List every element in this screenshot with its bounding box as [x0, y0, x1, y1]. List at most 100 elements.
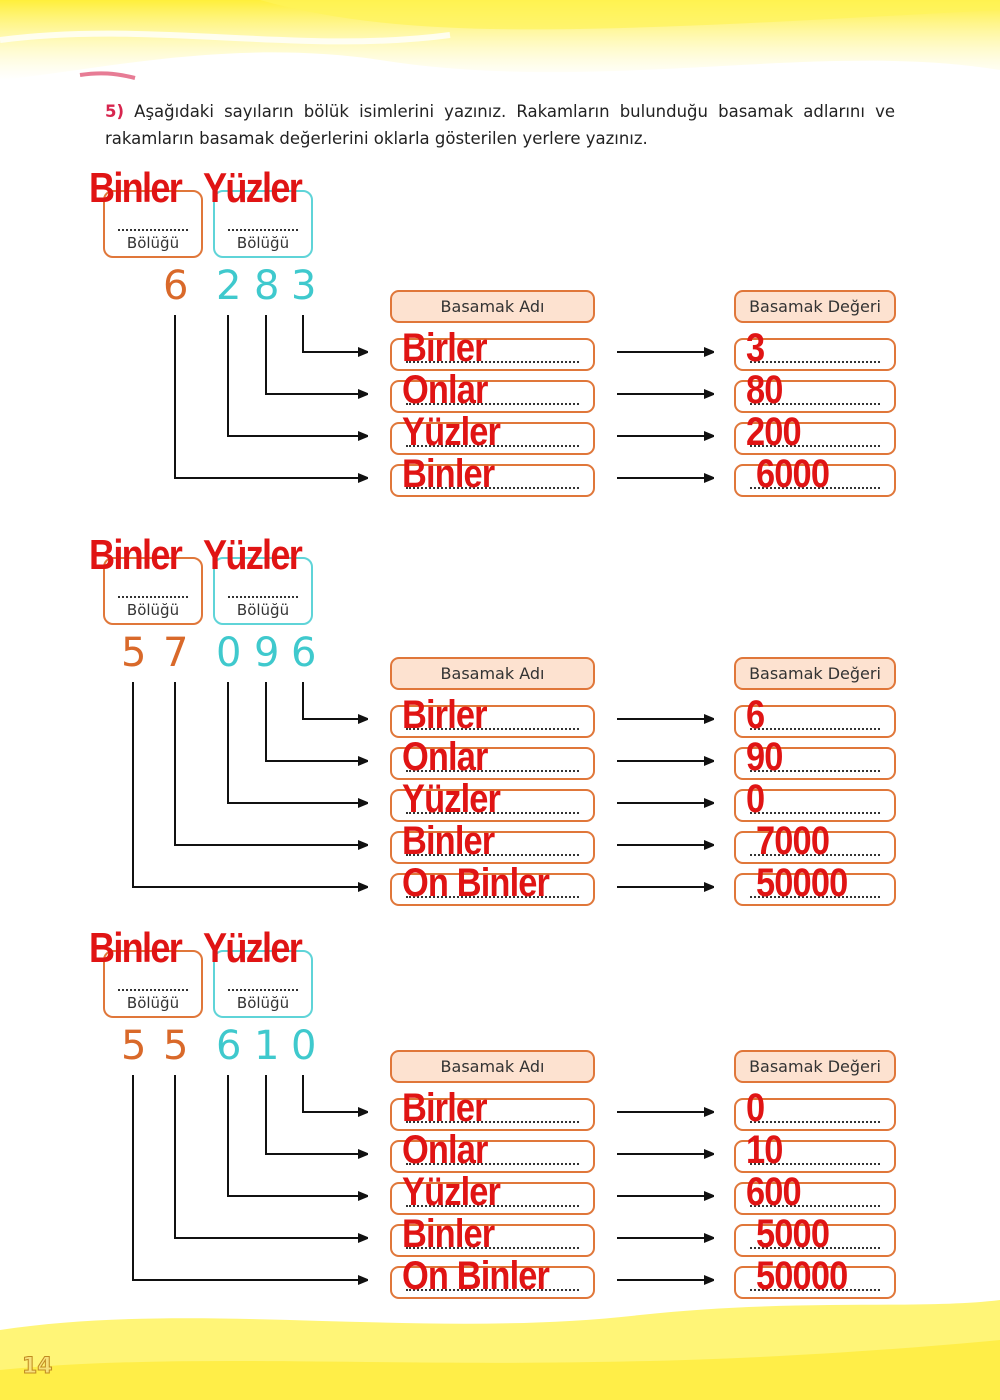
place-value-box[interactable]	[734, 747, 896, 780]
group-caption: Bölüğü	[126, 234, 180, 252]
thousands-group-answer: Binler	[89, 164, 183, 211]
hundreds-group-box: Bölüğü	[213, 557, 313, 625]
place-name-box[interactable]	[390, 422, 595, 455]
place-value-answer: 10	[746, 1128, 783, 1172]
place-value-box[interactable]	[734, 338, 896, 371]
place-value-box[interactable]	[734, 1224, 896, 1257]
answer-line	[406, 361, 579, 363]
place-name-box[interactable]	[390, 1224, 595, 1257]
place-name-box[interactable]	[390, 705, 595, 738]
digit-to-place-arrow	[132, 682, 367, 887]
hundreds-group-answer: Yüzler	[203, 531, 303, 578]
answer-line	[750, 854, 880, 856]
instruction-text: Aşağıdaki sayıların bölük isimlerini yaz…	[105, 102, 896, 148]
place-value-header: Basamak Değeri	[734, 1050, 896, 1083]
place-value-box[interactable]	[734, 1140, 896, 1173]
digit-to-place-arrow	[265, 1075, 367, 1154]
instruction: 5) Aşağıdaki sayıların bölük isimlerini …	[105, 98, 895, 152]
group-caption: Bölüğü	[126, 994, 180, 1012]
place-name-answer: Onlar	[402, 735, 488, 779]
place-name-box[interactable]	[390, 1266, 595, 1299]
number-digit: 9	[254, 630, 280, 676]
place-value-header: Basamak Değeri	[734, 290, 896, 323]
digit-to-place-arrow	[302, 682, 367, 719]
number-digit: 6	[291, 630, 317, 676]
place-value-box[interactable]	[734, 873, 896, 906]
place-name-answer: Binler	[402, 819, 495, 863]
answer-line	[118, 989, 188, 991]
place-value-answer: 50000	[756, 861, 848, 905]
number-digit: 0	[291, 1023, 317, 1069]
place-name-answer: Onlar	[402, 1128, 488, 1172]
digit-to-place-arrow	[227, 315, 367, 436]
place-value-answer: 6	[746, 693, 765, 737]
thousands-group-answer: Binler	[89, 531, 183, 578]
digit-to-place-arrow	[174, 315, 367, 478]
place-value-answer: 600	[746, 1170, 802, 1214]
place-value-box[interactable]	[734, 1266, 896, 1299]
place-value-box[interactable]	[734, 831, 896, 864]
place-value-answer: 0	[746, 777, 765, 821]
number-digit: 5	[121, 1023, 147, 1069]
place-name-box[interactable]	[390, 789, 595, 822]
place-name-box[interactable]	[390, 1098, 595, 1131]
answer-line	[228, 596, 298, 598]
number-digit: 8	[254, 263, 280, 309]
place-value-box[interactable]	[734, 422, 896, 455]
place-name-answer: Birler	[402, 326, 488, 370]
number-digit: 5	[121, 630, 147, 676]
thousands-group-box: Bölüğü	[103, 557, 203, 625]
hundreds-group-box: Bölüğü	[213, 950, 313, 1018]
answer-line	[406, 445, 579, 447]
number-digit: 6	[216, 1023, 242, 1069]
place-value-answer: 6000	[756, 452, 830, 496]
hundreds-group-answer: Yüzler	[203, 164, 303, 211]
place-value-box[interactable]	[734, 789, 896, 822]
answer-line	[118, 229, 188, 231]
answer-line	[750, 1163, 880, 1165]
place-name-answer: Yüzler	[402, 777, 501, 821]
place-name-box[interactable]	[390, 831, 595, 864]
number-digit: 7	[163, 630, 189, 676]
place-value-box[interactable]	[734, 380, 896, 413]
number-digit: 6	[163, 263, 189, 309]
answer-line	[750, 728, 880, 730]
place-name-box[interactable]	[390, 747, 595, 780]
group-caption: Bölüğü	[236, 994, 290, 1012]
digit-to-place-arrow	[174, 1075, 367, 1238]
place-value-box[interactable]	[734, 464, 896, 497]
number-digit: 3	[291, 263, 317, 309]
digit-to-place-arrow	[132, 1075, 367, 1280]
digit-to-place-arrow	[174, 682, 367, 845]
place-name-box[interactable]	[390, 1140, 595, 1173]
place-name-box[interactable]	[390, 338, 595, 371]
place-name-answer: Yüzler	[402, 1170, 501, 1214]
digit-to-place-arrow	[227, 682, 367, 803]
answer-line	[750, 403, 880, 405]
place-value-box[interactable]	[734, 1182, 896, 1215]
place-value-answer: 90	[746, 735, 783, 779]
answer-line	[750, 1205, 880, 1207]
place-name-answer: On Binler	[402, 861, 550, 905]
place-name-answer: On Binler	[402, 1254, 550, 1298]
digit-to-place-arrow	[302, 1075, 367, 1112]
answer-line	[750, 896, 880, 898]
place-name-box[interactable]	[390, 464, 595, 497]
connector-arrows	[174, 315, 1000, 530]
place-name-header: Basamak Adı	[390, 657, 595, 690]
answer-line	[406, 487, 579, 489]
answer-line	[406, 403, 579, 405]
place-name-box[interactable]	[390, 1182, 595, 1215]
answer-line	[406, 1121, 579, 1123]
place-value-header: Basamak Değeri	[734, 657, 896, 690]
place-name-box[interactable]	[390, 380, 595, 413]
place-value-box[interactable]	[734, 1098, 896, 1131]
place-value-box[interactable]	[734, 705, 896, 738]
answer-line	[750, 487, 880, 489]
answer-line	[750, 361, 880, 363]
hundreds-group-answer: Yüzler	[203, 924, 303, 971]
answer-line	[406, 854, 579, 856]
place-name-box[interactable]	[390, 873, 595, 906]
